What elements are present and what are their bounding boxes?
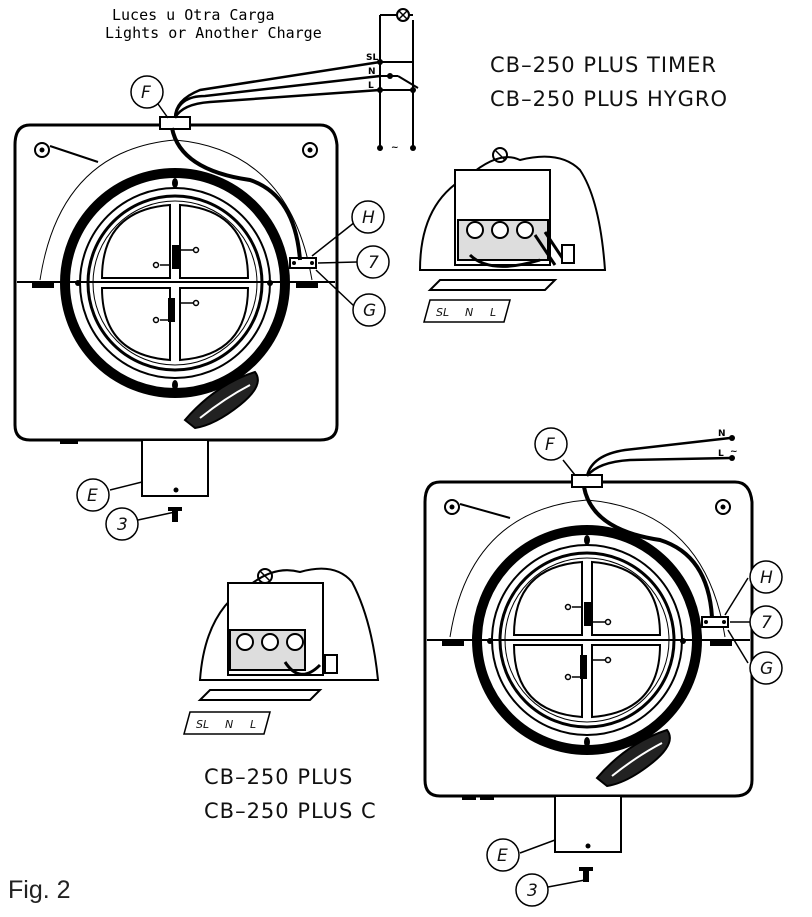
callout-g-bottom: G: [760, 659, 773, 679]
top-model-line1: CB–250 PLUS TIMER: [490, 53, 717, 77]
fan-unit-top: [13, 60, 381, 497]
wire-label-l-bottom: L: [718, 449, 724, 459]
wire-label-tilde: ~: [391, 143, 399, 153]
callout-3-bottom: 3: [527, 881, 538, 901]
callout-f-top: F: [141, 83, 151, 103]
terminal-sl-top: SL: [436, 306, 449, 319]
terminal-sl-bottom: SL: [196, 718, 209, 731]
terminal-block-bottom: [183, 567, 380, 735]
header-note-line2: Lights or Another Charge: [105, 24, 322, 42]
terminal-l-top: L: [490, 306, 496, 319]
callout-h-bottom: H: [760, 568, 773, 588]
callout-e-top: E: [87, 486, 98, 506]
callout-7-bottom: 7: [761, 613, 772, 633]
bottom-model-line1: CB–250 PLUS: [204, 765, 353, 789]
wire-label-n-bottom: N: [718, 429, 726, 439]
terminal-n-bottom: N: [225, 718, 233, 731]
bottom-model-line2: CB–250 PLUS C: [204, 799, 377, 823]
header-note-line1: Luces u Otra Carga: [112, 6, 275, 24]
callout-7-top: 7: [368, 253, 379, 273]
callout-3-top: 3: [117, 515, 128, 535]
terminal-n-top: N: [465, 306, 473, 319]
fan-unit-bottom: [423, 435, 754, 853]
callout-h-top: H: [362, 208, 375, 228]
screw-top: [168, 507, 182, 522]
wire-label-tilde-bottom: ~: [730, 447, 738, 457]
callout-leaders: [109, 103, 750, 888]
top-model-line2: CB–250 PLUS HYGRO: [490, 87, 728, 111]
callout-circles: [76, 75, 783, 907]
supply-wiring-top: [377, 8, 419, 151]
wire-label-n: N: [368, 67, 376, 77]
callout-e-bottom: E: [497, 846, 508, 866]
figure-label: Fig. 2: [8, 876, 71, 904]
wire-label-sl: SL: [366, 53, 378, 63]
terminal-block-top: [418, 147, 607, 323]
terminal-l-bottom: L: [250, 718, 256, 731]
screw-bottom: [579, 867, 593, 882]
wire-label-l: L: [368, 81, 374, 91]
callout-f-bottom: F: [545, 435, 555, 455]
callout-g-top: G: [363, 301, 376, 321]
